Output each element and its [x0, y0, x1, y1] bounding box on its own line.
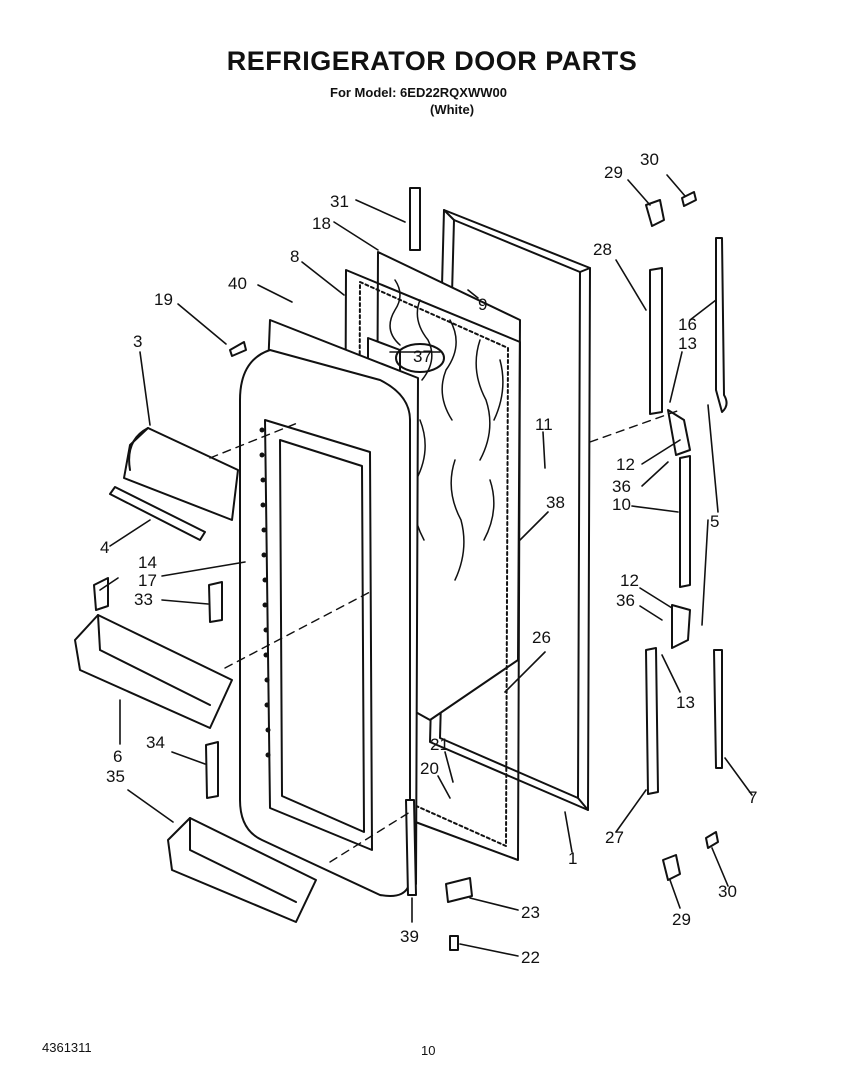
- trim-strip-39: [405, 799, 417, 896]
- door-bin-small: [167, 817, 317, 923]
- callout-19: 19: [154, 290, 173, 309]
- handle-10: [679, 455, 691, 588]
- screw-22: [449, 935, 459, 951]
- callout-labels: 31 18 8 40 19 3 4 14 17 33 6 34 35 37 9 …: [100, 150, 757, 967]
- bin-retainer-33: [208, 581, 223, 623]
- callout-30-bottom: 30: [718, 882, 737, 901]
- screw-30-top: [681, 191, 697, 207]
- callout-10: 10: [612, 495, 631, 514]
- callout-34: 34: [146, 733, 165, 752]
- callout-18: 18: [312, 214, 331, 233]
- callout-26: 26: [532, 628, 551, 647]
- callout-39: 39: [400, 927, 419, 946]
- dairy-door-trim: [109, 486, 206, 541]
- callout-38: 38: [546, 493, 565, 512]
- hinge-top-29: [645, 199, 665, 227]
- callout-12-bottom: 12: [620, 571, 639, 590]
- handle-trim-16: [715, 237, 728, 413]
- trim-strip-31: [409, 187, 421, 251]
- callout-31: 31: [330, 192, 349, 211]
- handle-27: [645, 647, 659, 795]
- callout-35: 35: [106, 767, 125, 786]
- callout-3: 3: [133, 332, 142, 351]
- callout-29-top: 29: [604, 163, 623, 182]
- bracket-23: [445, 877, 473, 903]
- callout-8: 8: [290, 247, 299, 266]
- page-number: 10: [421, 1043, 436, 1058]
- callout-33: 33: [134, 590, 153, 609]
- callout-14: 14: [138, 553, 157, 572]
- callout-4: 4: [100, 538, 109, 557]
- callout-9: 9: [478, 295, 487, 314]
- callout-7: 7: [748, 788, 757, 807]
- door-bin-large: [74, 614, 233, 729]
- callout-16: 16: [678, 315, 697, 334]
- color-note: (White): [430, 102, 475, 117]
- handle-28: [649, 267, 663, 415]
- callout-20: 20: [420, 759, 439, 778]
- hinge-bracket-13: [667, 409, 691, 456]
- bin-retainer-14: [93, 577, 109, 611]
- callout-11: 11: [535, 415, 553, 434]
- callout-37: 37: [413, 347, 432, 366]
- callout-23: 23: [521, 903, 540, 922]
- callout-30-top: 30: [640, 150, 659, 169]
- handle-trim-7: [713, 649, 723, 769]
- callout-17: 17: [138, 571, 157, 590]
- page-title: REFRIGERATOR DOOR PARTS: [226, 46, 638, 76]
- callout-5: 5: [710, 512, 719, 531]
- callout-28: 28: [593, 240, 612, 259]
- screw-30-bottom: [705, 831, 719, 849]
- hinge-bottom-29: [662, 854, 681, 881]
- hinge-bracket-13b: [671, 604, 691, 649]
- callout-21: 21: [430, 735, 449, 754]
- callout-22: 22: [521, 948, 540, 967]
- callout-36-top: 36: [612, 477, 631, 496]
- footer-part-code: 4361311: [42, 1040, 92, 1055]
- model-number: For Model: 6ED22RQXWW00: [330, 85, 507, 100]
- inner-liner-frame: [239, 319, 419, 897]
- callout-40: 40: [228, 274, 247, 293]
- callout-1: 1: [568, 849, 577, 868]
- callout-29-bottom: 29: [672, 910, 691, 929]
- callout-12-top: 12: [616, 455, 635, 474]
- callout-13-bottom: 13: [676, 693, 695, 712]
- callout-6: 6: [113, 747, 122, 766]
- callout-36-bottom: 36: [616, 591, 635, 610]
- screw-19: [229, 341, 247, 357]
- callout-13-top: 13: [678, 334, 697, 353]
- bin-retainer-34: [205, 741, 219, 799]
- callout-27: 27: [605, 828, 624, 847]
